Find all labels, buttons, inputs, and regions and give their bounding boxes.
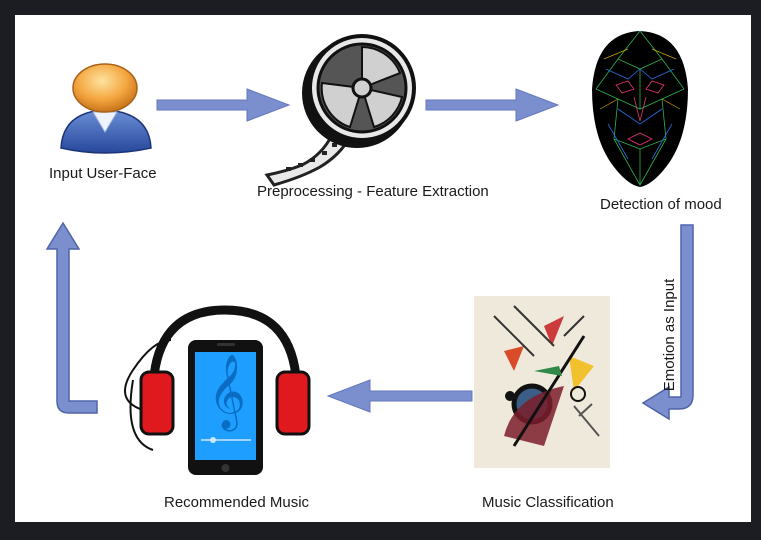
arrow-preprocessing-to-detection [425, 88, 560, 122]
face-mesh-icon [592, 30, 688, 187]
diagram-canvas: Input User-Face Preprocessing - Feature … [15, 15, 751, 522]
arrow-face-to-preprocessing [156, 88, 291, 122]
arrow-detection-to-classification [641, 224, 694, 421]
arrow-classification-to-recommended [326, 379, 473, 413]
emotion-as-input-label: Emotion as Input [661, 278, 678, 392]
music-classification-label: Music Classification [482, 494, 614, 511]
arrow-recommended-to-face [45, 221, 98, 414]
input-user-face-label: Input User-Face [49, 165, 157, 182]
preprocessing-label: Preprocessing - Feature Extraction [257, 183, 489, 200]
film-reel-icon [264, 34, 416, 187]
abstract-painting-icon [474, 296, 610, 468]
detection-of-mood-label: Detection of mood [600, 196, 722, 213]
headphones-phone-icon [124, 305, 311, 475]
recommended-music-label: Recommended Music [164, 494, 310, 511]
user-face-icon [60, 63, 152, 154]
treble-clef-icon: 𝄞 [208, 355, 246, 429]
